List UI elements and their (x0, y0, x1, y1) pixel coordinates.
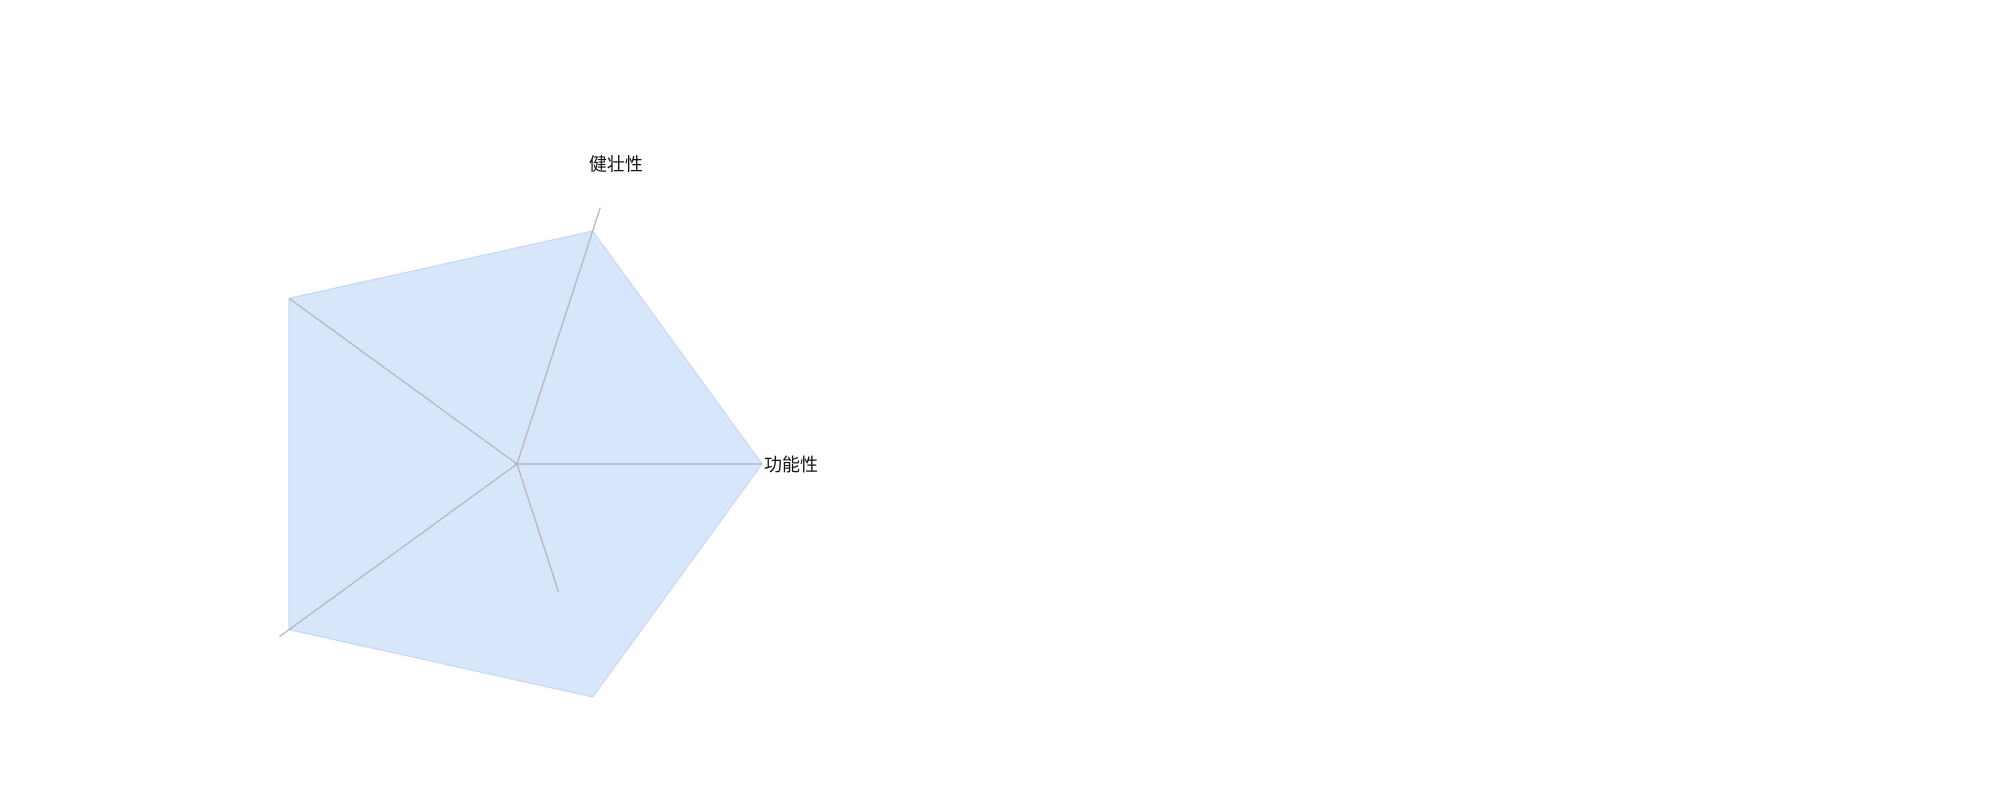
axis-line-1 (516, 207, 601, 465)
axis-line-2 (288, 297, 518, 465)
axis-label-0: 功能性 (764, 455, 818, 476)
axis-line-3 (278, 463, 518, 638)
axis-label-1: 健壮性 (589, 154, 643, 175)
axis-line-4 (516, 463, 560, 593)
